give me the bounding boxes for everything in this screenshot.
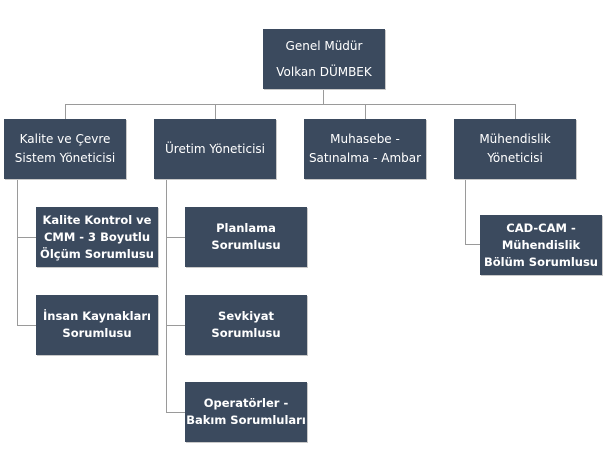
- root-name: Volkan DÜMBEK: [276, 65, 372, 79]
- connector-dept4-child1: [465, 244, 481, 245]
- connector-dept-3: [365, 104, 366, 120]
- connector-dept1-spine: [17, 178, 18, 326]
- connector-dept-1: [65, 104, 66, 120]
- connector-horizontal-bus: [65, 104, 516, 105]
- connector-dept2-child1: [166, 237, 185, 238]
- root-title: Genel Müdür: [285, 39, 363, 53]
- child-node-cad-cam: CAD-CAM - Mühendislik Bölüm Sorumlusu: [480, 215, 602, 275]
- connector-dept4-spine: [465, 178, 466, 244]
- dept-node-accounting: Muhasebe - Satınalma - Ambar: [304, 119, 426, 179]
- connector-root-down: [323, 88, 324, 104]
- connector-dept2-spine: [166, 178, 167, 413]
- dept-node-quality: Kalite ve Çevre Sistem Yöneticisi: [4, 119, 126, 179]
- child-node-shipping: Sevkiyat Sorumlusu: [185, 295, 307, 355]
- child-node-quality-control: Kalite Kontrol ve CMM - 3 Boyutlu Ölçüm …: [36, 207, 158, 267]
- connector-dept1-child1: [17, 237, 36, 238]
- dept-node-engineering: Mühendislik Yöneticisi: [454, 119, 576, 179]
- connector-dept-4: [515, 104, 516, 120]
- child-node-human-resources: İnsan Kaynakları Sorumlusu: [36, 295, 158, 355]
- connector-dept2-child3: [166, 412, 185, 413]
- connector-dept2-child2: [166, 325, 185, 326]
- dept-node-production: Üretim Yöneticisi: [154, 119, 276, 179]
- child-node-operators: Operatörler - Bakım Sorumluları: [185, 382, 307, 442]
- child-node-planning: Planlama Sorumlusu: [185, 207, 307, 267]
- connector-dept1-child2: [17, 325, 36, 326]
- root-node: Genel Müdür Volkan DÜMBEK: [263, 29, 385, 89]
- connector-dept-2: [215, 104, 216, 120]
